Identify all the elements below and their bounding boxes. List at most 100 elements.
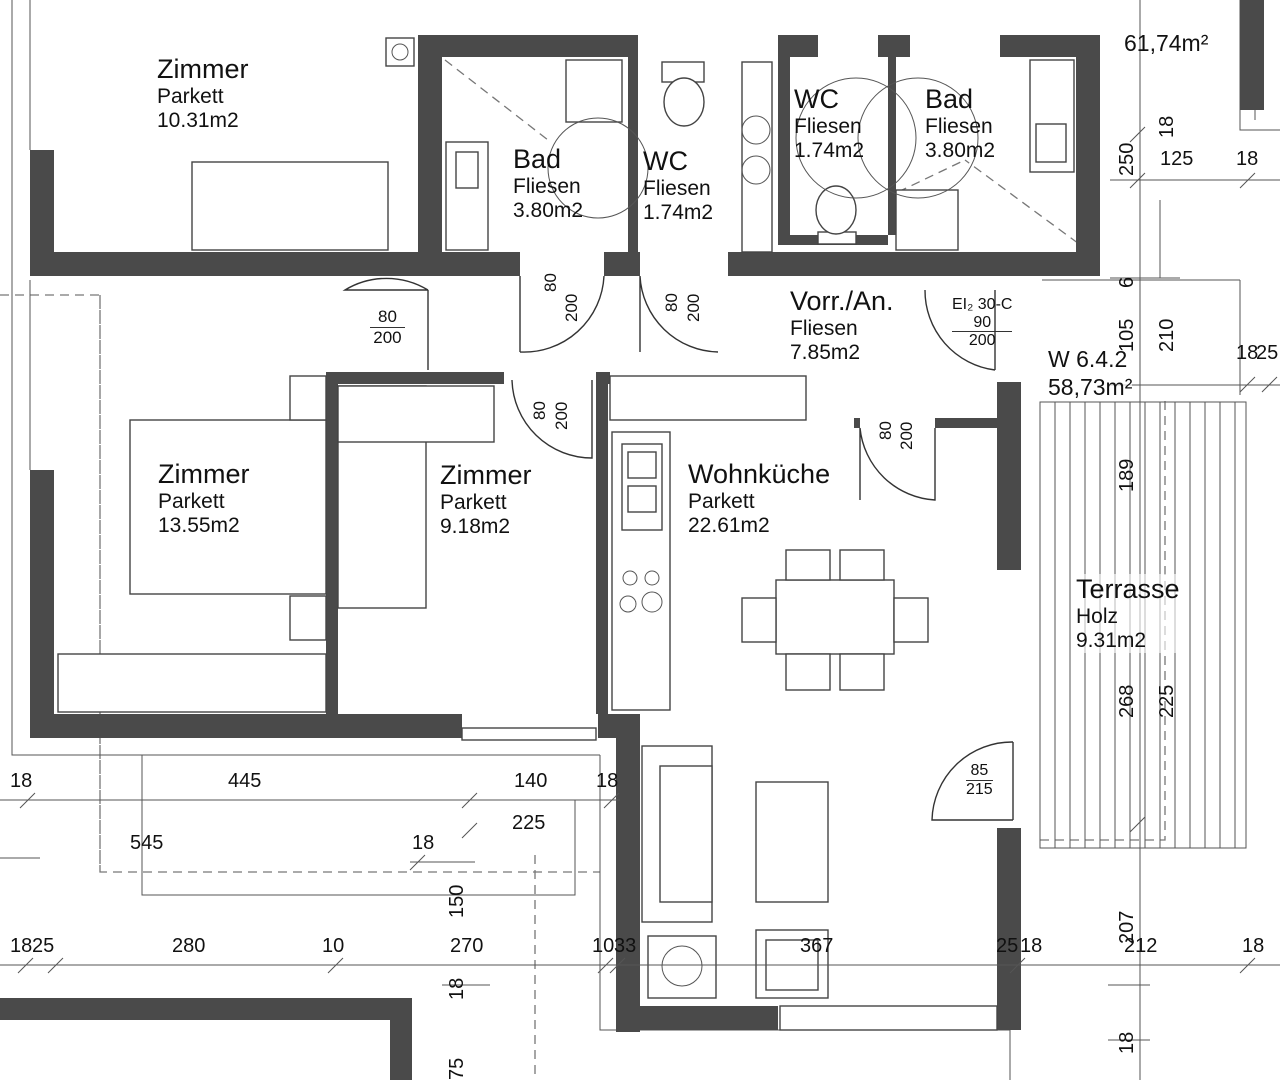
dim-18: 18 — [596, 770, 619, 792]
dim-280: 280 — [172, 935, 206, 957]
room-name: Bad — [513, 144, 562, 174]
room-name: Vorr./An. — [790, 286, 894, 316]
door-width: 80 — [370, 307, 405, 328]
dim-225: 225 — [512, 812, 546, 834]
room-area: 1.74m2 — [643, 201, 714, 225]
room-wc-left: WC Fliesen 1.74m2 — [643, 146, 713, 225]
dim-75: 75 — [446, 1057, 468, 1080]
room-name: Wohnküche — [688, 459, 831, 489]
dim-25: 25 — [1256, 342, 1279, 364]
door-swings — [342, 275, 1014, 821]
fire-rating: EI₂ 30-C — [952, 296, 1013, 313]
dim-225: 225 — [1156, 684, 1178, 718]
room-area: 9.31m2 — [1076, 629, 1147, 653]
dim-270: 270 — [450, 935, 484, 957]
room-name: WC — [794, 84, 839, 114]
dim-207: 207 — [1116, 910, 1138, 944]
unit-id: W 6.4.2 — [1048, 346, 1128, 372]
room-area: 1.74m2 — [794, 139, 865, 163]
dim-18: 18 — [1020, 935, 1043, 957]
door-width: 80 — [541, 273, 560, 292]
room-name: WC — [643, 146, 688, 176]
dim-150: 150 — [446, 884, 468, 918]
dim-18: 18 — [446, 977, 468, 1000]
dim-33: 33 — [614, 935, 637, 957]
dim-125: 125 — [1160, 148, 1194, 170]
room-name: Zimmer — [158, 459, 250, 489]
dim-140: 140 — [514, 770, 548, 792]
door-height: 215 — [966, 781, 993, 799]
dim-18: 18 — [10, 935, 33, 957]
dim-10: 10 — [322, 935, 345, 957]
room-floor: Holz — [1076, 605, 1119, 629]
door-label-5: 80 — [876, 421, 895, 440]
room-area: 10.31m2 — [157, 109, 239, 133]
dim-210: 210 — [1156, 318, 1178, 352]
room-floor: Parkett — [158, 490, 225, 514]
room-zimmer-mid: Zimmer Parkett 9.18m2 — [440, 460, 531, 539]
dim-18: 18 — [1236, 148, 1259, 170]
room-name: Bad — [925, 84, 974, 114]
room-area: 9.18m2 — [440, 515, 511, 539]
dim-18: 18 — [1236, 342, 1259, 364]
door-height: 200 — [373, 327, 402, 347]
dim-18: 18 — [412, 832, 435, 854]
dim-10: 10 — [592, 935, 615, 957]
room-terrasse: Terrasse Holz 9.31m2 — [1076, 574, 1180, 654]
door-label-3: 80 — [662, 293, 681, 312]
door-label-5-height: 200 — [897, 421, 916, 450]
room-area: 3.80m2 — [513, 199, 584, 223]
dashed-outline — [0, 294, 600, 873]
room-floor: Parkett — [688, 490, 755, 514]
room-floor: Fliesen — [513, 175, 581, 199]
neighbor-unit-area: 61,74m² — [1124, 30, 1209, 56]
room-bad-left: Bad Fliesen 3.80m2 — [513, 144, 583, 223]
room-zimmer-top: Zimmer Parkett 10.31m2 — [157, 54, 248, 133]
dim-445: 445 — [228, 770, 262, 792]
room-name: Zimmer — [157, 54, 249, 84]
dim-18: 18 — [10, 770, 33, 792]
room-vorraum: Vorr./An. Fliesen 7.85m2 — [790, 286, 894, 365]
dim-18: 18 — [1242, 935, 1265, 957]
dashed-terrace — [1040, 395, 1166, 841]
door-height: 200 — [968, 332, 996, 350]
dim-18: 18 — [1156, 115, 1178, 138]
door-width: 85 — [966, 762, 993, 782]
door-label-3-height: 200 — [684, 293, 703, 322]
dim-6: 6 — [1116, 276, 1138, 288]
dim-250: 250 — [1116, 142, 1138, 176]
door-label-2: 80 — [541, 273, 561, 292]
dim-545: 545 — [130, 832, 164, 854]
entry-door-label: EI₂ 30-C 90 200 — [952, 296, 1013, 350]
dim-25: 25 — [32, 935, 55, 957]
room-bad-right: Bad Fliesen 3.80m2 — [925, 84, 995, 163]
door-label-2-height: 200 — [562, 293, 581, 322]
door-width: 90 — [952, 314, 1013, 333]
room-wohnkueche: Wohnküche Parkett 22.61m2 — [688, 459, 830, 538]
unit-label: W 6.4.2 58,73m² — [1048, 346, 1133, 402]
door-label-1: 80 200 — [370, 307, 405, 347]
room-floor: Fliesen — [643, 177, 711, 201]
unit-area: 58,73m² — [1048, 373, 1133, 400]
room-zimmer-left: Zimmer Parkett 13.55m2 — [158, 459, 249, 538]
dim-18: 18 — [1116, 1031, 1138, 1054]
dim-268: 268 — [1116, 684, 1138, 718]
room-name: Zimmer — [440, 460, 532, 490]
door-label-4-height: 200 — [552, 401, 571, 430]
dashed-bath-diagonal — [444, 59, 1091, 253]
dim-105: 105 — [1116, 318, 1138, 352]
dim-212: 212 — [1124, 935, 1158, 957]
bathroom-fixtures — [385, 37, 1075, 253]
dim-367: 367 — [800, 935, 834, 957]
room-name: Terrasse — [1076, 574, 1180, 604]
furniture — [57, 161, 998, 1031]
room-area: 7.85m2 — [790, 341, 861, 365]
door-label-4: 80 — [530, 401, 549, 420]
room-floor: Parkett — [440, 491, 507, 515]
room-floor: Parkett — [157, 85, 224, 109]
terrace-door-label: 85 215 — [966, 762, 993, 800]
dim-189: 189 — [1116, 458, 1138, 492]
